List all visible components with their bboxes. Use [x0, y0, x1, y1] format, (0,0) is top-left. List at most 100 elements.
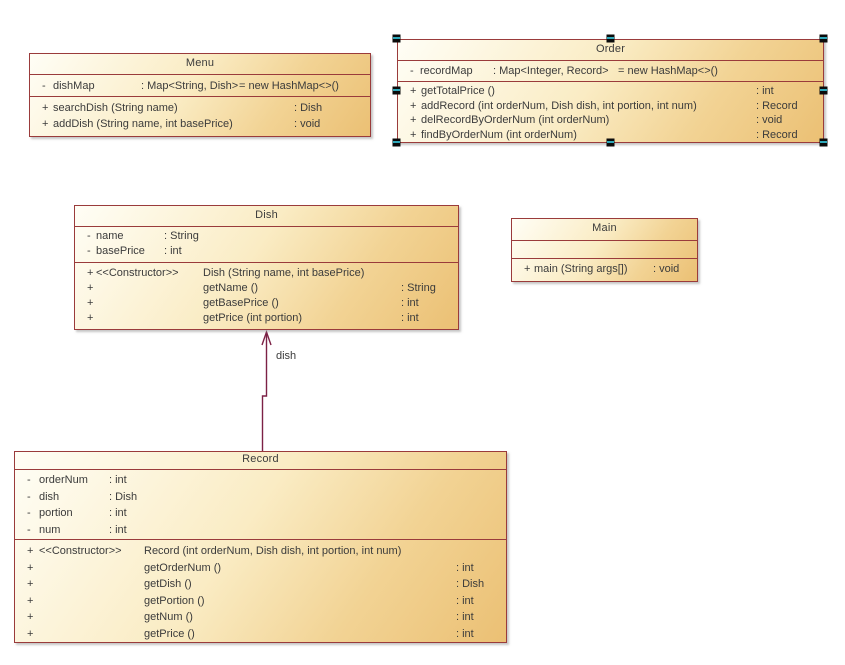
member-text: + [524, 263, 531, 275]
member-text: + [87, 267, 94, 279]
member-text: : Map<String, Dish> [141, 80, 239, 92]
member-text: - [410, 65, 414, 77]
member-text: : int [456, 627, 474, 640]
member-text: : int [456, 561, 474, 574]
attribute-row[interactable]: -num: int [15, 522, 506, 539]
member-text: : Record [756, 99, 798, 112]
class-title[interactable]: Order [595, 43, 626, 55]
member-text: + [410, 85, 417, 97]
member-text: Dish (String name, int basePrice) [203, 267, 365, 279]
class-title[interactable]: Main [592, 222, 617, 234]
member-text: searchDish (String name) [53, 102, 178, 114]
member-text: : int [109, 474, 127, 486]
attribute-row[interactable]: -portion : int [15, 505, 506, 522]
member-text: Record (int orderNum, Dish dish, int por… [144, 545, 402, 557]
attributes-compartment[interactable]: -name: String-basePrice: int [75, 226, 458, 262]
operation-row[interactable]: +main (String args[]): void [512, 262, 697, 277]
attributes-compartment[interactable]: -orderNum: int-dish: Dish-portion: int-n… [15, 469, 506, 539]
attributes-compartment[interactable] [512, 240, 697, 258]
selection-handle-ne[interactable] [820, 35, 827, 42]
operation-row[interactable]: +getOrderNum (): int [15, 560, 506, 577]
member-text: : void [294, 118, 321, 130]
selection-handle-w[interactable] [393, 87, 400, 94]
operation-row[interactable]: +getName (): String [75, 281, 458, 296]
selection-handle-nw[interactable] [393, 35, 400, 42]
member-text: getName () [203, 282, 259, 294]
class-box-menu[interactable]: Menu -dishMap: Map<String, Dish>= new Ha… [29, 53, 371, 137]
member-text: <<Constructor>> [39, 545, 122, 557]
member-text: + [87, 312, 94, 324]
attribute-row[interactable]: -orderNum: int [15, 472, 506, 489]
member-text: = new HashMap<>() [618, 65, 718, 77]
member-text: : int [756, 85, 774, 97]
operation-row[interactable]: +searchDish (String name): Dish [30, 100, 370, 116]
member-text: + [87, 297, 94, 309]
operation-row[interactable]: +addRecord (int orderNum, Dish dish, int… [398, 99, 823, 114]
member-text: - [27, 507, 31, 519]
selection-handle-n[interactable] [607, 35, 614, 42]
member-text: : String [401, 282, 436, 294]
attributes-compartment[interactable]: -recordMap: Map<Integer, Record>= new Ha… [398, 60, 823, 81]
operation-row[interactable]: +getPrice (int portion): int [75, 311, 458, 326]
member-text: + [410, 114, 417, 126]
member-text: delRecordByOrderNum (int orderNum) [421, 114, 610, 126]
member-text: addRecord (int orderNum, Dish dish, int … [421, 99, 697, 112]
selection-handle-se[interactable] [820, 139, 827, 146]
member-text: : void [653, 263, 680, 275]
member-text: findByOrderNum (int orderNum) [421, 128, 577, 141]
member-text: : void [756, 114, 783, 126]
operations-compartment[interactable]: +getTotalPrice (): int+addRecord (int or… [398, 81, 823, 142]
member-text: + [27, 627, 34, 640]
operation-row[interactable]: +getPortion (): int [15, 593, 506, 610]
member-text: + [42, 102, 49, 114]
operation-row[interactable]: +addDish (String name, int basePrice): v… [30, 116, 370, 132]
operation-row[interactable]: +getDish (): Dish [15, 576, 506, 593]
member-text: + [27, 594, 34, 607]
member-text: : int [401, 297, 419, 309]
selection-handle-e[interactable] [820, 87, 827, 94]
selection-handle-s[interactable] [607, 139, 614, 146]
class-title[interactable]: Menu [185, 57, 215, 69]
member-text: - [27, 523, 31, 536]
class-box-main[interactable]: Main +main (String args[]): void [511, 218, 698, 282]
attribute-row[interactable]: -basePrice: int [75, 244, 458, 259]
operations-compartment[interactable]: +<<Constructor>>Dish (String name, int b… [75, 262, 458, 329]
class-title[interactable]: Dish [255, 209, 278, 221]
operation-row[interactable]: +getBasePrice (): int [75, 296, 458, 311]
operation-row[interactable]: +<<Constructor>>Dish (String name, int b… [75, 266, 458, 281]
selection-handle-sw[interactable] [393, 139, 400, 146]
member-text: portion [39, 507, 73, 519]
member-text: addDish (String name, int basePrice) [53, 118, 233, 130]
attribute-row[interactable]: -recordMap: Map<Integer, Record>= new Ha… [398, 64, 823, 79]
member-text: = new HashMap<>() [239, 80, 339, 92]
association-role-label[interactable]: dish [276, 350, 297, 362]
operation-row[interactable]: + getTotalPrice () : int [398, 84, 823, 99]
member-text: getDish () [144, 578, 192, 590]
operation-row[interactable]: +getPrice (): int [15, 626, 506, 643]
member-text: getOrderNum () [144, 561, 222, 574]
member-text: : int [109, 523, 127, 536]
operation-row[interactable]: + <<Constructor>> Record (int orderNum, Di… [15, 543, 506, 560]
class-box-dish[interactable]: Dish -name: String-basePrice: int +<<Con… [74, 205, 459, 330]
member-text: getTotalPrice () [421, 85, 495, 97]
member-text: + [27, 545, 34, 557]
operations-compartment[interactable]: + <<Constructor>> Record (int orderNum, Di… [15, 539, 506, 642]
class-box-record[interactable]: Record -orderNum: int-dish: Dish-portion… [14, 451, 507, 643]
association-record-dish[interactable] [261, 332, 268, 451]
class-box-order[interactable]: Order -recordMap: Map<Integer, Record>= … [397, 39, 824, 143]
attribute-row[interactable]: -dishMap: Map<String, Dish>= new HashMap… [30, 78, 370, 94]
member-text: : Dish [109, 490, 138, 503]
operation-row[interactable]: + delRecordByOrderNum (int orderNum) : voi… [398, 113, 823, 128]
member-text: basePrice [96, 245, 145, 257]
attribute-row[interactable]: -dish: Dish [15, 489, 506, 506]
attribute-row[interactable]: -name: String [75, 229, 458, 244]
operations-compartment[interactable]: +searchDish (String name): Dish+addDish … [30, 96, 370, 136]
class-title[interactable]: Record [242, 453, 279, 465]
attributes-compartment[interactable]: -dishMap: Map<String, Dish>= new HashMap… [30, 74, 370, 96]
operation-row[interactable]: +getNum (): int [15, 609, 506, 626]
member-text: - [27, 474, 31, 486]
member-text: : int [109, 507, 127, 519]
operations-compartment[interactable]: +main (String args[]): void [512, 258, 697, 281]
operation-row[interactable]: +findByOrderNum (int orderNum): Record [398, 128, 823, 143]
